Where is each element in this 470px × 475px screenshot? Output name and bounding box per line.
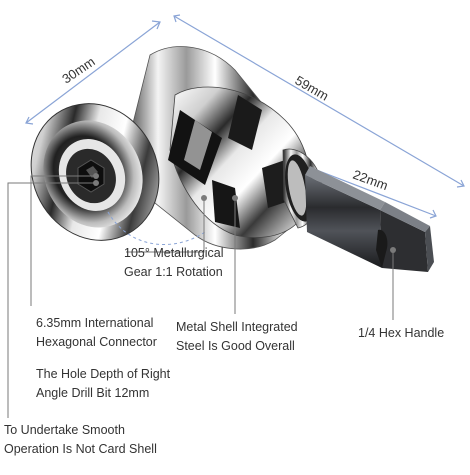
callout-shell: Metal Shell Integrated Steel Is Good Ove…: [176, 318, 298, 356]
hex-shank-icon: [305, 166, 434, 272]
callout-connector-line1: 6.35mm International: [36, 316, 154, 330]
callout-depth-line1: The Hole Depth of Right: [36, 367, 171, 381]
dim-label-width: 30mm: [59, 54, 97, 87]
dim-label-length: 59mm: [293, 73, 332, 104]
callout-angle-line2: Gear 1:1 Rotation: [124, 265, 223, 279]
callout-connector: 6.35mm International Hexagonal Connector: [36, 314, 157, 352]
angle-arc: [107, 211, 206, 246]
callout-line-angle: [126, 198, 205, 253]
callout-connector-line2: Hexagonal Connector: [36, 335, 157, 349]
callout-shell-line1: Metal Shell Integrated: [176, 320, 298, 334]
callout-angle-line1: 105° Metallurgical: [124, 246, 224, 260]
callout-handle-line1: 1/4 Hex Handle: [358, 326, 445, 340]
callout-lines: [7, 173, 396, 418]
callout-shell-line2: Steel Is Good Overall: [176, 339, 295, 353]
callout-operation: To Undertake Smooth Operation Is Not Car…: [4, 421, 157, 459]
callout-operation-line2: Operation Is Not Card Shell: [4, 442, 157, 456]
dim-line-length: [173, 15, 465, 187]
dim-line-width: [25, 21, 161, 124]
callout-angle: 105° Metallurgical Gear 1:1 Rotation: [124, 244, 224, 282]
callout-line-operation: [7, 182, 96, 418]
callout-line-connector: [30, 175, 96, 306]
callout-depth-line2: Angle Drill Bit 12mm: [36, 386, 150, 400]
callout-operation-line1: To Undertake Smooth: [4, 423, 125, 437]
callout-depth: The Hole Depth of Right Angle Drill Bit …: [36, 365, 170, 403]
callout-handle: 1/4 Hex Handle: [358, 324, 444, 343]
